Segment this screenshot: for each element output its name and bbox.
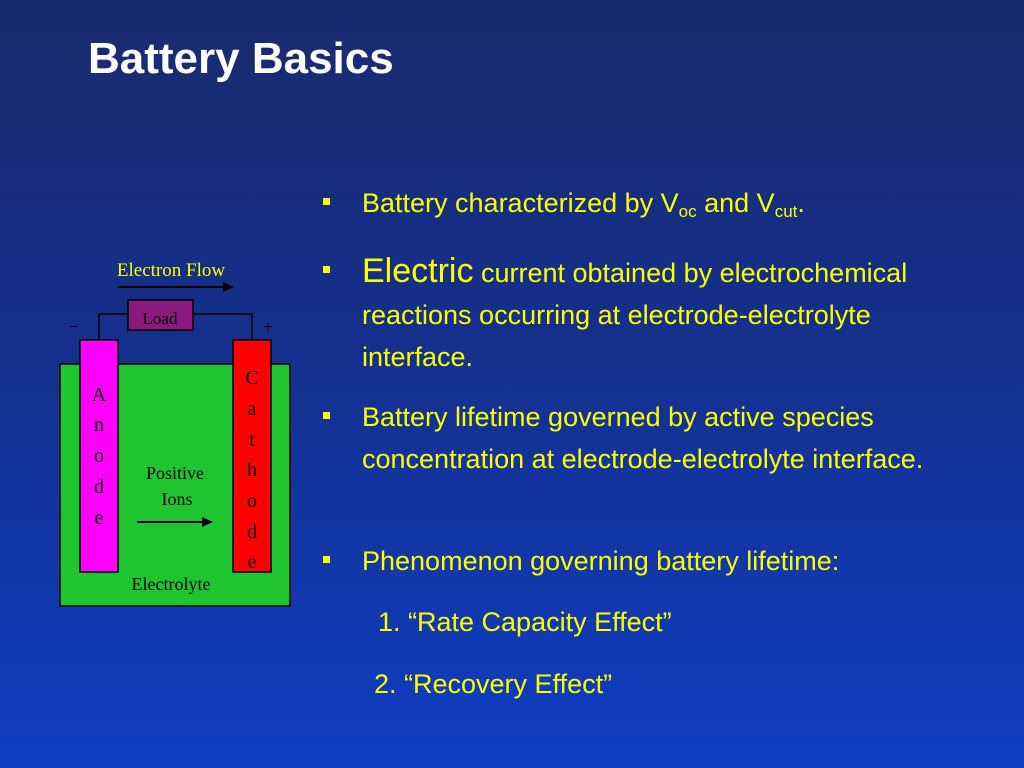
cathode-letter: e (248, 551, 257, 573)
cathode-letter: o (247, 490, 257, 512)
anode-letter: e (95, 507, 104, 529)
bullet-text: Electric current obtained by electrochem… (362, 252, 908, 372)
electron-flow-arrowhead (223, 282, 234, 292)
wire-left (98, 313, 128, 340)
plus-terminal: + (263, 317, 273, 336)
positive-ions-label: Ions (162, 489, 193, 509)
square-bullet-icon (323, 198, 330, 205)
electron-flow-label: Electron Flow (117, 260, 225, 281)
electrolyte-label: Electrolyte (132, 574, 211, 594)
bullet-text: Battery characterized by Voc and Vcut. (362, 188, 805, 221)
bullet-text: Phenomenon governing battery lifetime: (362, 546, 840, 576)
square-bullet-icon (323, 266, 330, 273)
bullet-list: Battery characterized by Voc and Vcut. E… (320, 0, 1010, 768)
positive-ions-label: Positive (146, 463, 204, 483)
cathode-letter: t (249, 429, 255, 451)
load-label: Load (143, 309, 178, 328)
cathode-letter: d (247, 521, 257, 543)
anode-letter: d (94, 476, 104, 498)
cathode-letter: C (245, 367, 258, 389)
minus-terminal: − (69, 317, 79, 336)
bullet-text: Battery lifetime governed by active spec… (362, 402, 924, 474)
cathode-letter: h (247, 459, 257, 481)
square-bullet-icon (323, 412, 330, 419)
cathode-electrode (232, 339, 272, 573)
numbered-item: 2. “Recovery Effect” (374, 669, 613, 699)
ions-arrowhead (202, 517, 213, 527)
numbered-item: 1. “Rate Capacity Effect” (378, 607, 672, 637)
slide-title: Battery Basics (88, 34, 394, 83)
cathode-letter: a (248, 398, 257, 420)
anode-letter: n (94, 414, 104, 436)
wire-right (193, 313, 253, 340)
anode-letter: A (92, 384, 107, 406)
anode-letter: o (94, 445, 104, 467)
load-box (127, 299, 194, 331)
square-bullet-icon (323, 556, 330, 563)
